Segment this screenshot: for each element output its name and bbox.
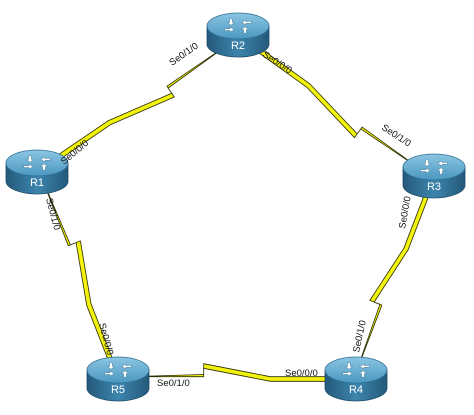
- iface-label-r5-se0-1-0: Se0/1/0: [157, 378, 190, 389]
- serial-links: [35, 32, 437, 382]
- router-r3[interactable]: R3: [402, 153, 466, 199]
- router-label: R4: [349, 384, 363, 396]
- router-label: R5: [111, 384, 125, 396]
- router-r4[interactable]: R4: [324, 356, 388, 402]
- router-arrows-icon: [342, 362, 370, 378]
- router-r2[interactable]: R2: [206, 12, 270, 58]
- router-arrows-icon: [420, 159, 448, 175]
- iface-label-r4-se0-0-0: Se0/0/0: [285, 368, 318, 379]
- router-label: R1: [30, 177, 44, 189]
- router-label: R3: [427, 181, 441, 193]
- router-r1[interactable]: R1: [5, 149, 69, 195]
- iface-label-r3-se0-0-0: Se0/0/0: [397, 195, 414, 229]
- iface-label-r4-se0-1-0: Se0/1/0: [351, 319, 369, 353]
- iface-label-r1-se0-1-0: Se0/1/0: [43, 197, 62, 231]
- iface-label-r2-se0-0-0: Se0/0/0: [260, 49, 293, 76]
- iface-label-r2-se0-1-0: Se0/1/0: [167, 41, 200, 69]
- router-label: R2: [231, 40, 245, 52]
- router-r5[interactable]: R5: [86, 356, 150, 402]
- serial-link-r4-r5: [117, 363, 357, 382]
- router-arrows-icon: [104, 362, 132, 378]
- iface-label-r5-se0-0-0: Se0/0/0: [96, 322, 115, 356]
- serial-link-r3-r4: [353, 174, 437, 379]
- router-arrows-icon: [23, 155, 51, 171]
- router-arrows-icon: [224, 18, 252, 34]
